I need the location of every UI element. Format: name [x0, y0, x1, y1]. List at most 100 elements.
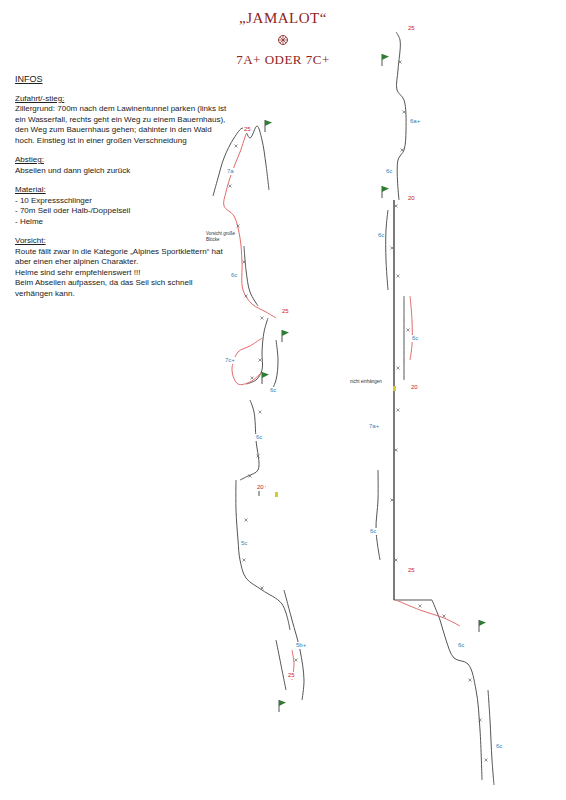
bolt-mark	[419, 605, 422, 608]
bolt-mark	[243, 261, 246, 264]
ornament-ring	[279, 36, 288, 45]
info-column: INFOSZufahrt/-stieg:Zillergrund: 700m na…	[15, 74, 227, 299]
info-text: Zillergrund: 700m nach dem Lawinentunnel…	[15, 104, 227, 146]
rock-lines	[213, 32, 494, 785]
rock-edge	[276, 640, 286, 690]
rock-edge	[270, 340, 278, 394]
bolt-mark	[469, 679, 472, 682]
bolt-mark	[235, 145, 238, 148]
rock-edge	[432, 600, 482, 780]
flag-cloth	[382, 186, 389, 192]
bolt-mark	[399, 61, 402, 64]
yellow-mark	[275, 492, 278, 497]
belay-length: 25	[243, 126, 252, 133]
route-line	[396, 600, 460, 626]
route-title: „JAMALOT“	[239, 10, 327, 27]
belay-flag	[479, 620, 486, 632]
bolt-mark	[395, 559, 398, 562]
info-text: Route fällt zwar in die Kategorie „Alpin…	[15, 247, 227, 268]
bolt-mark	[243, 559, 246, 562]
rock-edge	[488, 690, 494, 785]
pitch-grade: 6c	[457, 642, 465, 649]
ornament	[279, 36, 288, 45]
info-text: Beim Abseilen aufpassen, da das Seil sic…	[15, 278, 227, 299]
info-text: - 10 Expressschlinger	[15, 196, 227, 207]
info-text: Abseilen und dann gleich zurück	[15, 166, 227, 177]
belay-flag	[262, 372, 269, 384]
belay-flag	[282, 330, 289, 342]
belay-length: 25	[407, 25, 416, 32]
route-lines	[224, 134, 460, 680]
route-line	[224, 134, 276, 318]
rock-edge	[404, 296, 405, 380]
flag-cloth	[279, 700, 286, 706]
belay-length: 20	[256, 484, 265, 491]
rock-edge	[376, 470, 380, 560]
bolt-mark	[257, 455, 260, 458]
bolt-mark	[397, 409, 400, 412]
belay-flags	[259, 54, 486, 712]
pitch-grade: 6c	[495, 743, 503, 750]
belay-length: 20	[407, 195, 416, 202]
info-heading: Abstieg:	[15, 155, 227, 166]
info-text: Helme sind sehr empfehlenswert !!!	[15, 268, 227, 279]
rock-edge	[396, 32, 406, 200]
marks	[275, 386, 396, 497]
flag-cloth	[265, 120, 272, 126]
rock-edge	[386, 210, 388, 290]
topo-note: Vorsicht große Blöcke	[206, 231, 236, 242]
pitch-grade: 7a+	[368, 423, 380, 430]
belay-length: 25	[281, 308, 290, 315]
pitch-grade: 5b+	[295, 642, 307, 649]
pitch-grade: 7a	[226, 168, 235, 175]
bolt-mark	[395, 449, 398, 452]
pitch-grade: 6c	[369, 528, 377, 535]
belay-length: 25	[407, 567, 416, 574]
info-heading: Vorsicht:	[15, 236, 227, 247]
pitch-grade: 7c+	[224, 357, 236, 364]
flag-cloth	[479, 620, 486, 626]
yellow-mark	[393, 386, 396, 391]
route-line	[232, 338, 262, 385]
ledge-line	[394, 600, 432, 601]
belay-length: 20	[410, 384, 419, 391]
bolt-mark	[261, 587, 264, 590]
bolt-mark	[245, 519, 248, 522]
info-heading: Zufahrt/-stieg:	[15, 94, 227, 105]
rock-edge	[236, 480, 290, 630]
bolt-mark	[249, 475, 252, 478]
bolt-mark	[261, 317, 264, 320]
bolt-mark	[407, 329, 410, 332]
belay-flag	[382, 186, 389, 198]
rock-edge	[213, 126, 269, 196]
bolt-mark	[397, 275, 400, 278]
route-line	[410, 296, 412, 360]
bolt-mark	[401, 149, 404, 152]
info-heading: Material:	[15, 185, 227, 196]
info-text: - Helme	[15, 217, 227, 228]
crack-line	[393, 200, 394, 600]
bolt-mark	[295, 659, 298, 662]
bolt-mark	[259, 411, 262, 414]
bolt-mark	[391, 247, 394, 250]
route-grade-title: 7A+ ODER 7C+	[236, 52, 330, 68]
pitch-grade: 6c	[377, 232, 385, 239]
flag-cloth	[382, 54, 389, 60]
bolt-mark	[251, 377, 254, 380]
belay-length: 25	[287, 672, 296, 679]
bolt-mark	[403, 111, 406, 114]
bolt-mark	[245, 295, 248, 298]
pitch-grade: 6c	[230, 272, 238, 279]
bolt-mark	[237, 225, 240, 228]
rock-edge	[246, 318, 268, 384]
bolt-mark	[485, 759, 488, 762]
flag-cloth	[262, 372, 269, 378]
belay-flag	[279, 700, 286, 712]
pitch-grade: 6c	[269, 387, 277, 394]
pitch-grade: 6c	[385, 168, 393, 175]
info-text: - 70m Seil oder Halb-/Doppelseil	[15, 206, 227, 217]
pitch-grade: 6c	[255, 434, 263, 441]
bolt-mark	[479, 719, 482, 722]
bolts	[229, 61, 488, 762]
belay-flag	[265, 120, 272, 132]
